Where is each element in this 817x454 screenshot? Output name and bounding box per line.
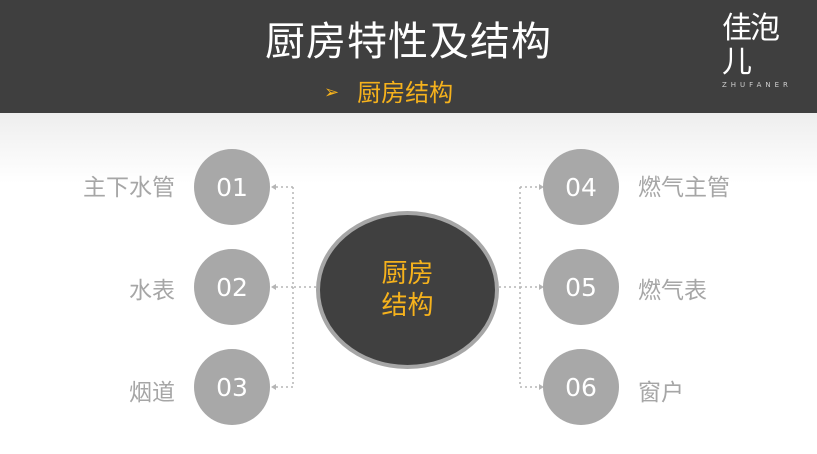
arrowhead-04-icon: [539, 184, 544, 190]
arrowhead-01-icon: [271, 184, 276, 190]
center-label-line1: 厨房: [381, 259, 434, 289]
arrowhead-05-icon: [539, 284, 544, 290]
node-04: 04: [543, 149, 619, 225]
logo-mark: 佳泡儿: [722, 11, 780, 80]
node-03: 03: [194, 349, 270, 425]
arrowhead-06-icon: [539, 384, 544, 390]
node-02: 02: [194, 249, 270, 325]
header-shadow: [0, 113, 817, 183]
node-04-label: 燃气主管: [638, 175, 730, 201]
center-circle: 厨房 结构: [316, 211, 499, 369]
logo-subtext: ZHUFANER: [722, 81, 792, 89]
subtitle-text: 厨房结构: [357, 79, 454, 107]
header-bar: 厨房特性及结构 ➢ 厨房结构 佳泡儿 ZHUFANER: [0, 0, 817, 113]
node-01: 01: [194, 149, 270, 225]
node-05-label: 燃气表: [638, 278, 707, 304]
node-01-label: 主下水管: [83, 175, 175, 201]
page-title: 厨房特性及结构: [265, 19, 552, 65]
brand-logo: 佳泡儿 ZHUFANER: [722, 12, 802, 90]
arrowhead-02-icon: [271, 284, 276, 290]
node-06: 06: [543, 349, 619, 425]
arrow-bullet-icon: ➢: [324, 82, 340, 103]
section-subtitle: ➢ 厨房结构: [324, 77, 453, 109]
arrowhead-03-icon: [271, 384, 276, 390]
node-03-label: 烟道: [129, 380, 175, 406]
node-06-label: 窗户: [638, 380, 684, 406]
center-node: 厨房 结构: [316, 211, 499, 369]
center-label-line2: 结构: [381, 291, 434, 321]
node-05: 05: [543, 249, 619, 325]
node-02-label: 水表: [129, 278, 175, 304]
